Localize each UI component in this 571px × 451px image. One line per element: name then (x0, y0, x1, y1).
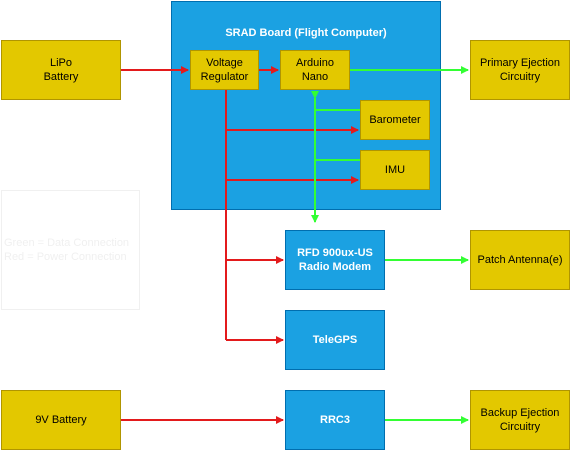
rfd-radio-modem-node: RFD 900ux-US Radio Modem (285, 230, 385, 290)
voltage-regulator-node: Voltage Regulator (190, 50, 259, 90)
arduino-nano-node: Arduino Nano (280, 50, 350, 90)
9v-battery-node: 9V Battery (1, 390, 121, 450)
primary-ejection-node: Primary Ejection Circuitry (470, 40, 570, 100)
lipo-battery-node: LiPo Battery (1, 40, 121, 100)
legend-box: Green = Data Connection Red = Power Conn… (1, 190, 140, 310)
imu-node: IMU (360, 150, 430, 190)
legend-data-connection: Green = Data Connection (4, 237, 130, 249)
patch-antenna-node: Patch Antenna(e) (470, 230, 570, 290)
board-title: SRAD Board (Flight Computer) (225, 27, 387, 39)
telegps-node: TeleGPS (285, 310, 385, 370)
backup-ejection-node: Backup Ejection Circuitry (470, 390, 570, 450)
rrc3-node: RRC3 (285, 390, 385, 450)
legend-power-connection: Red = Power Connection (4, 251, 127, 263)
barometer-node: Barometer (360, 100, 430, 140)
